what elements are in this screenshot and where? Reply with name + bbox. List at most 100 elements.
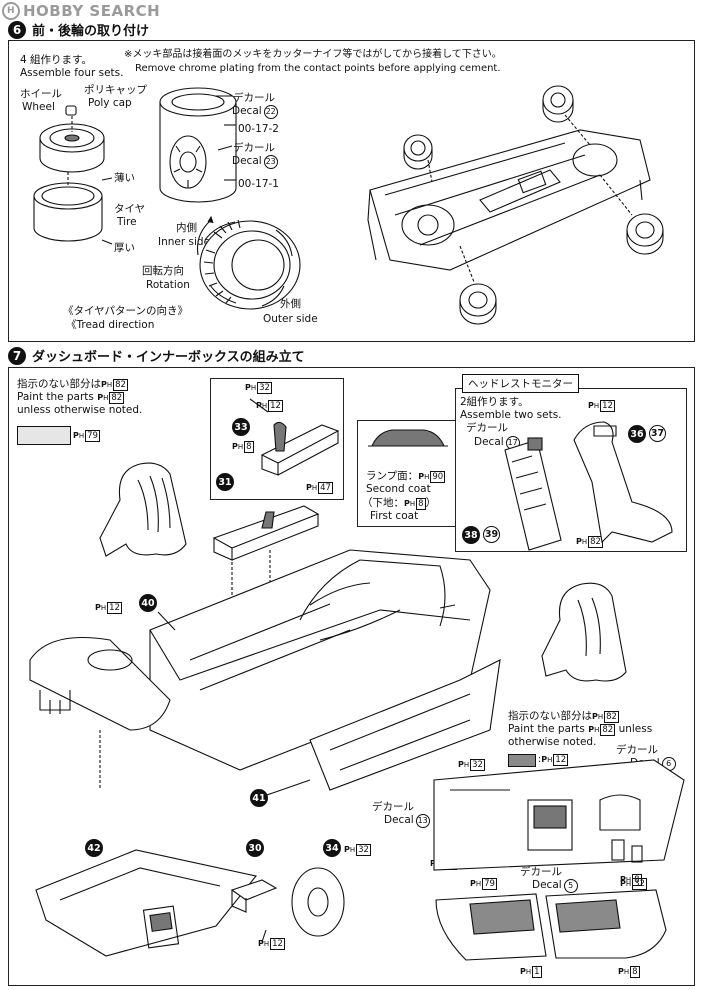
- paint-code-82-b: 82: [109, 392, 125, 404]
- switch-ph12-num: 12: [270, 938, 285, 950]
- paint-code-82: 82: [113, 379, 128, 391]
- dash-decal5-en: Decal: [532, 879, 562, 891]
- lamp-ph90-num: 90: [430, 471, 446, 483]
- dash-decal13-number: 13: [415, 814, 430, 828]
- watermark-text: HOBBY SEARCH: [23, 2, 161, 20]
- dash-note-jp-text: 指示のない部分は: [508, 710, 592, 722]
- decal23-number: 23: [263, 155, 278, 169]
- door-ph32-num: 32: [632, 878, 647, 890]
- door-ph79-num: 79: [482, 878, 497, 890]
- door-ph8-num: 8: [630, 966, 640, 978]
- thick-jp: 厚い: [114, 242, 135, 254]
- headrest-decal-number: 17: [505, 436, 520, 450]
- dash-note-en3: otherwise noted.: [508, 736, 597, 748]
- decal22-number: 22: [263, 105, 278, 119]
- chrome-note-jp: ※メッキ部品は接着面のメッキをカッターナイフ等ではがしてから接着して下さい。: [124, 49, 502, 60]
- thin-jp: 薄い: [114, 172, 135, 184]
- dash-decal13-jp: デカール: [372, 801, 414, 813]
- dash-decal6-en: Decal: [630, 757, 660, 769]
- second-coat: Second coat: [366, 483, 431, 495]
- step6-header: 6 前・後輪の取り付け: [8, 20, 149, 39]
- headrest-ph82-num: 82: [588, 536, 603, 548]
- dash-ph32-num: 32: [470, 759, 485, 771]
- paint-note-jp-text: 指示のない部分は: [17, 378, 101, 390]
- code-00-17-1: 00-17-1: [238, 178, 279, 190]
- dash-ph82-b-num: 82: [600, 724, 616, 736]
- tire-jp: タイヤ: [114, 203, 146, 215]
- decal23-jp: デカール: [233, 142, 275, 154]
- dash-decal6-jp: デカール: [616, 744, 658, 756]
- console-ph32-num: 32: [257, 382, 272, 394]
- part-30: 30: [246, 839, 264, 857]
- console-ph47-num: 47: [318, 482, 333, 494]
- tread-jp: 《タイヤパターンの向き》: [63, 305, 188, 317]
- headrest-ph12-num: 12: [600, 400, 615, 412]
- tread-en: 《Tread direction: [66, 319, 155, 331]
- sets-jp: 4 組作ります。: [20, 54, 92, 66]
- step6-title: 前・後輪の取り付け: [32, 24, 150, 39]
- part-33: 33: [232, 418, 250, 436]
- interior-ph12-num: 12: [107, 602, 122, 614]
- headrest-decal-jp: デカール: [466, 422, 508, 434]
- part-37: 37: [649, 425, 666, 442]
- part-40: 40: [139, 594, 157, 612]
- dash-note-en1-text: Paint the parts: [508, 723, 585, 735]
- part-31: 31: [216, 473, 234, 491]
- first-coat: First coat: [370, 510, 419, 522]
- swatch-light: [17, 426, 71, 445]
- part-39: 39: [483, 526, 500, 543]
- part-38: 38: [462, 526, 480, 544]
- rotation-jp: 回転方向: [142, 265, 184, 277]
- headrest-sets-jp: 2組作ります。: [460, 396, 529, 408]
- inner-jp: 内側: [176, 222, 197, 234]
- dash-decal6-number: 6: [661, 757, 676, 771]
- part-41: 41: [250, 789, 268, 807]
- dash-decal5-jp: デカール: [520, 866, 562, 878]
- polycap-en: Poly cap: [88, 97, 132, 109]
- polycap-jp: ポリキャップ: [84, 84, 147, 96]
- outer-en: Outer side: [263, 313, 318, 325]
- wheel-en: Wheel: [22, 101, 55, 113]
- rotation-en: Rotation: [146, 279, 190, 291]
- lamp-jp: ランプ面：: [366, 470, 419, 482]
- headrest-title: ヘッドレストモニター: [462, 374, 579, 393]
- base-ph8-num: 8: [416, 498, 426, 510]
- paint-note-en2: unless otherwise noted.: [17, 404, 143, 416]
- swatch-dark-num: 12: [553, 754, 569, 766]
- watermark-logo: H HOBBY SEARCH: [2, 2, 160, 20]
- wheel-jp: ホイール: [20, 88, 62, 100]
- dash-ph82-num: 82: [604, 711, 619, 723]
- swatch-light-code-num: 79: [85, 430, 100, 442]
- step7-number: 7: [8, 346, 26, 365]
- step7-title: ダッシュボード・インナーボックスの組み立て: [32, 350, 305, 365]
- part-34: 34: [323, 839, 341, 857]
- code-00-17-2: 00-17-2: [238, 123, 279, 135]
- step7-header: 7 ダッシュボード・インナーボックスの組み立て: [8, 346, 305, 365]
- door-ph1-num: 1: [532, 966, 542, 978]
- chrome-note-en: Remove chrome plating from the contact p…: [135, 63, 501, 74]
- decal22-jp: デカール: [233, 92, 275, 104]
